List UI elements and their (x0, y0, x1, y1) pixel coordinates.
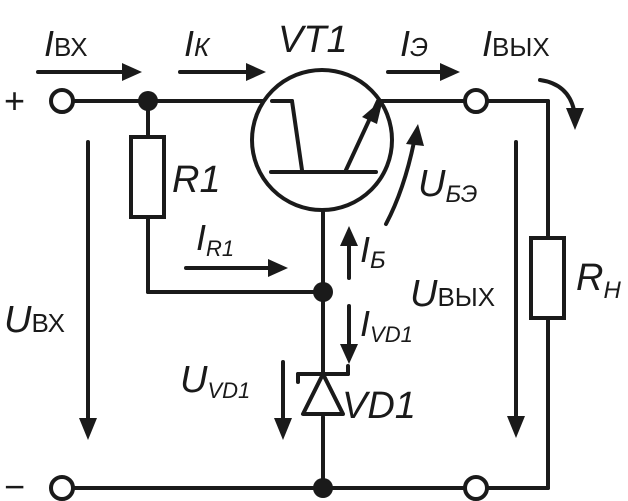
arrow-i-out (538, 78, 584, 130)
label-vt1: VT1 (278, 19, 348, 61)
arrow-i-e (386, 63, 460, 81)
terminal-plus (49, 88, 75, 114)
arrow-i-c (178, 63, 266, 81)
label-i-b: IБ (360, 229, 386, 274)
label-r1: R1 (172, 159, 221, 201)
junction-top (138, 91, 158, 111)
label-vd1: VD1 (342, 385, 416, 427)
terminal-minus (49, 475, 75, 501)
label-minus: − (4, 466, 25, 501)
arrow-u-vd1 (274, 360, 292, 440)
label-i-e: IЭ (400, 23, 428, 64)
arrow-i-in (36, 63, 142, 81)
label-rh: RН (576, 257, 621, 304)
label-i-r1: IR1 (196, 217, 234, 261)
arrow-u-be (384, 124, 424, 226)
terminal-out-top (463, 88, 489, 114)
label-i-c: IК (184, 23, 211, 64)
zener-diode-vd1 (296, 364, 350, 416)
arrow-u-in (79, 140, 97, 440)
label-plus: + (4, 80, 25, 121)
junction-bottom (313, 478, 333, 498)
label-u-in: UВХ (4, 299, 65, 341)
label-i-vd1: IVD1 (360, 303, 413, 347)
terminal-out-bottom (463, 475, 489, 501)
transistor-vt1 (250, 68, 394, 212)
label-u-vd1: UVD1 (180, 359, 250, 403)
resistor-load (529, 236, 566, 320)
arrow-u-out (507, 140, 525, 438)
resistor-r1 (129, 135, 166, 219)
label-u-out: UВЫХ (410, 273, 495, 315)
label-i-in: IВХ (44, 23, 88, 64)
arrow-i-vd1 (340, 304, 358, 364)
label-u-be: UБЭ (418, 163, 477, 208)
label-i-out: IВЫХ (482, 23, 550, 64)
arrow-i-b (340, 226, 358, 280)
junction-base (313, 282, 333, 302)
arrow-i-r1 (184, 259, 288, 277)
